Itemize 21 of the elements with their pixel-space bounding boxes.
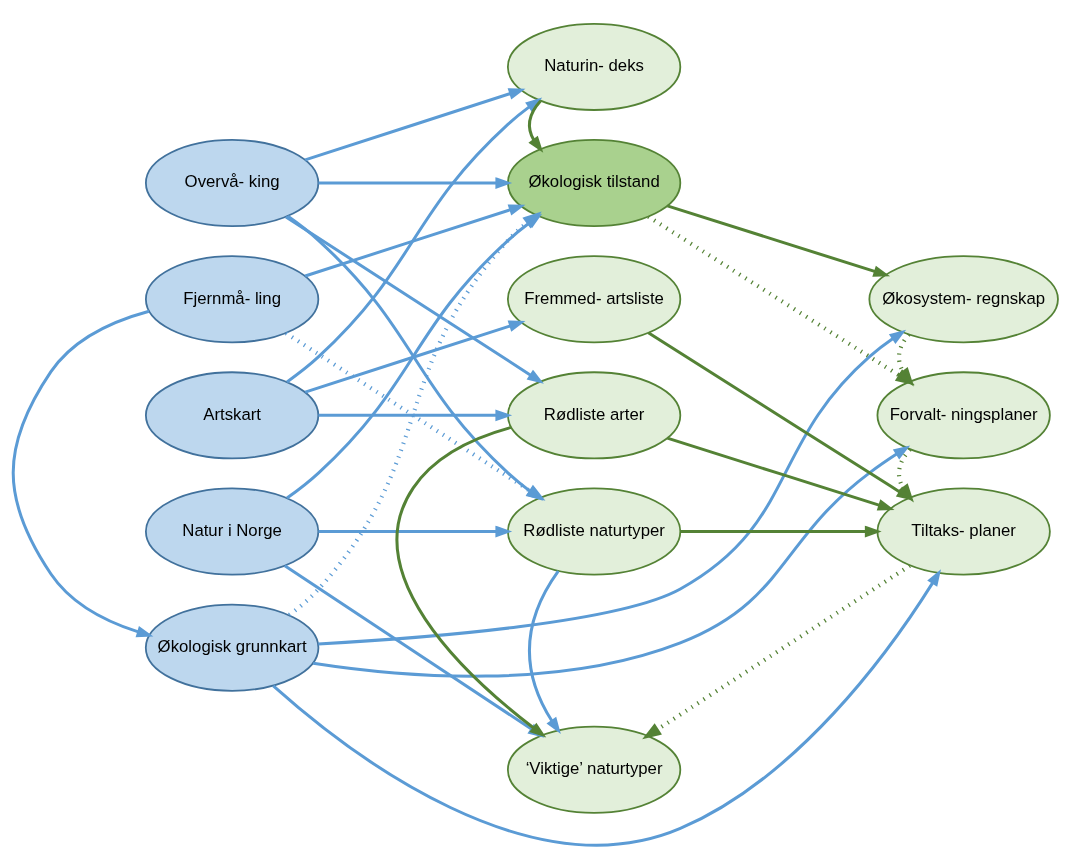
arrow [304,87,526,161]
arrow [318,409,513,421]
node-ellipse: Artskart [145,370,320,459]
arrow [528,569,561,734]
arrow [666,203,891,277]
arrow [527,99,544,153]
arrow [318,329,907,645]
arrow [642,563,911,739]
arrow [318,176,513,189]
arrow [272,568,941,846]
node-ellipse: Overvå- king [145,138,320,227]
node-ellipse: Økologisk grunnkart [144,603,320,692]
arrow [318,525,513,537]
arrow [666,436,895,511]
arrow [304,203,526,277]
arrow [313,444,911,678]
node-ellipse: Fjernmå- ling [145,254,320,343]
node-ellipse: Natur i Norge [145,487,320,576]
arrow [304,320,526,394]
arrow [11,309,154,637]
arrow [680,525,882,537]
